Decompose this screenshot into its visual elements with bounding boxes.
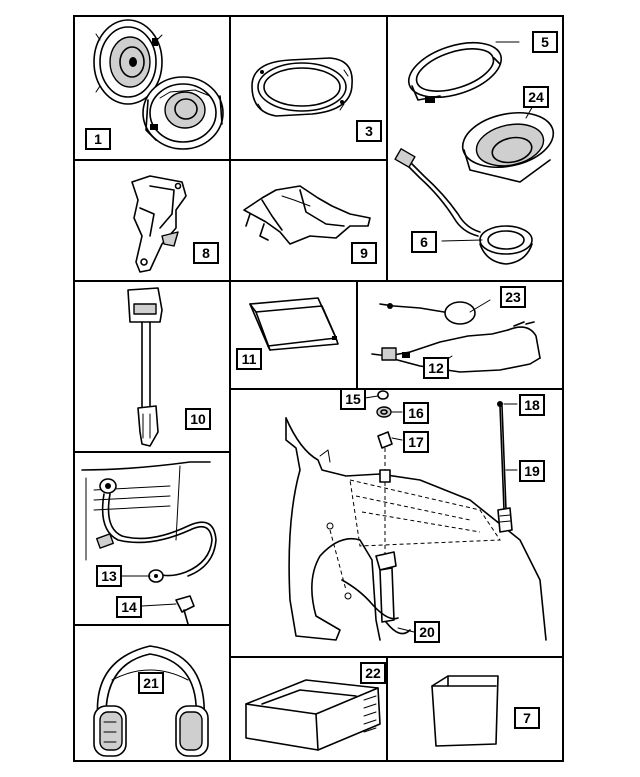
- cables-icon: [371, 301, 541, 373]
- callout-24: 24: [523, 86, 549, 108]
- fender-antenna-icon: [285, 390, 547, 641]
- callout-19: 19: [519, 460, 545, 482]
- callout-5: 5: [532, 31, 558, 53]
- media-box-icon: [245, 679, 381, 751]
- callout-14: 14: [116, 596, 142, 618]
- callout-11: 11: [236, 348, 262, 370]
- callout-6: 6: [411, 231, 437, 253]
- callout-15: 15: [340, 388, 366, 410]
- callout-18: 18: [519, 394, 545, 416]
- callout-8: 8: [193, 242, 219, 264]
- callout-7: 7: [514, 707, 540, 729]
- bracket-icon: [131, 175, 187, 273]
- oval-speaker-icon: [251, 57, 353, 117]
- callout-10: 10: [185, 408, 211, 430]
- callout-23: 23: [500, 286, 526, 308]
- module-icon: [249, 297, 339, 351]
- package-icon: [431, 675, 499, 747]
- headphones-icon: [93, 645, 209, 757]
- callout-22: 22: [360, 662, 386, 684]
- callout-17: 17: [403, 431, 429, 453]
- ground-strap-icon: [81, 461, 217, 625]
- callout-13: 13: [96, 565, 122, 587]
- round-speaker-icon: [93, 19, 224, 150]
- callout-3: 3: [356, 120, 382, 142]
- callout-12: 12: [423, 357, 449, 379]
- callout-1: 1: [85, 128, 111, 150]
- mount-icon: [243, 185, 371, 245]
- callout-16: 16: [403, 402, 429, 424]
- antenna-lead-icon: [127, 287, 163, 447]
- speaker-set-icon: [394, 41, 555, 265]
- callout-20: 20: [414, 621, 440, 643]
- callout-21: 21: [138, 672, 164, 694]
- callout-9: 9: [351, 242, 377, 264]
